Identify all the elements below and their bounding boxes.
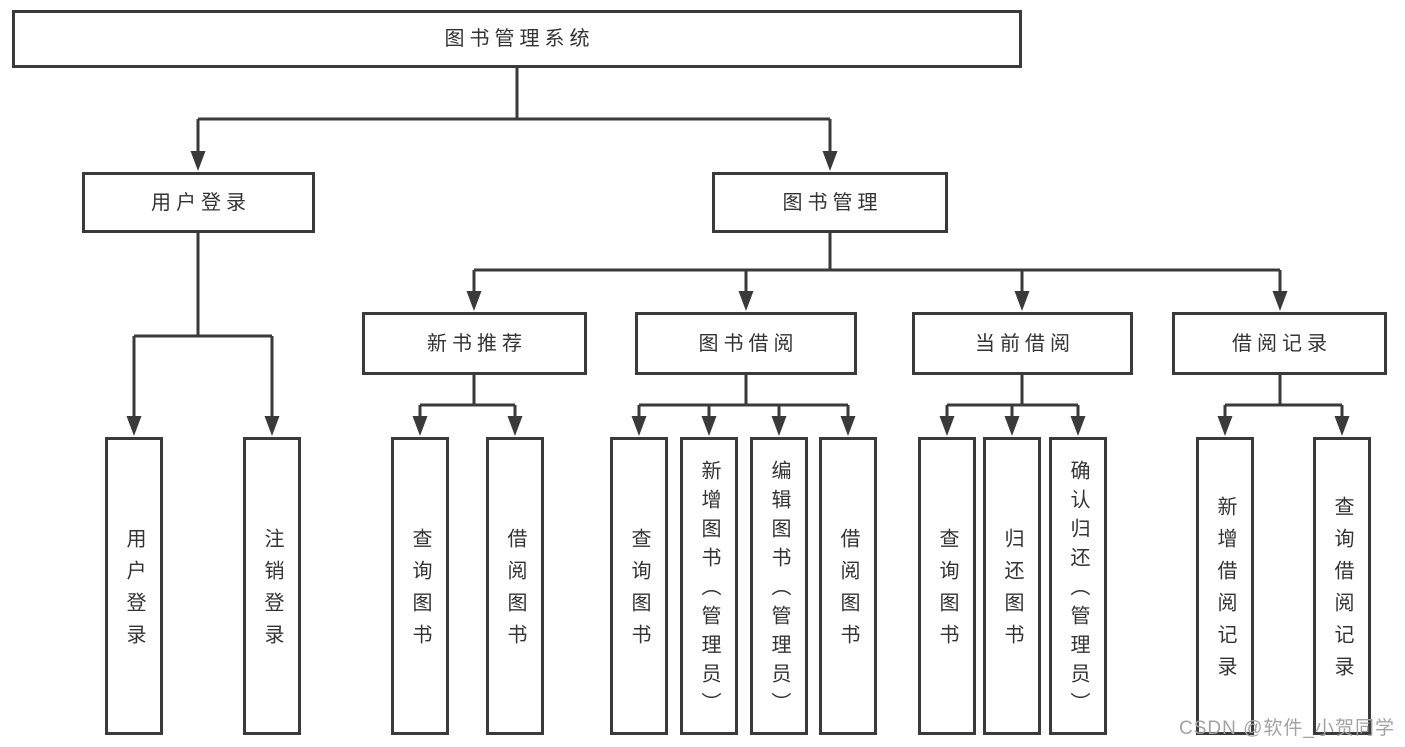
connector-lines: [132, 68, 1344, 418]
leaf-borrow-books-recommend: 借阅图书: [486, 437, 544, 735]
arrowheads: [126, 151, 1350, 436]
arrowhead: [701, 416, 717, 436]
leaf-confirm-return-admin: 确认归还（管理员）: [1049, 437, 1107, 735]
node-current-borrowing: 当前借阅: [912, 312, 1133, 375]
arrowhead: [840, 416, 856, 436]
leaf-add-book-admin: 新增图书（管理员）: [680, 437, 738, 735]
leaf-logout-login: 注销登录: [243, 437, 301, 735]
node-book-borrowing: 图书借阅: [635, 312, 857, 375]
leaf-query-books-recommend: 查询图书: [391, 437, 449, 735]
arrowhead: [412, 416, 428, 436]
leaf-edit-book-admin: 编辑图书（管理员）: [750, 437, 808, 735]
arrowhead: [822, 151, 838, 171]
arrowhead: [1217, 416, 1233, 436]
leaf-query-books-current: 查询图书: [918, 437, 976, 735]
arrowhead: [939, 416, 955, 436]
csdn-watermark: CSDN @软件_小贺同学: [1179, 718, 1395, 739]
arrowhead: [1014, 291, 1030, 311]
arrowhead: [1004, 416, 1020, 436]
node-borrow-records: 借阅记录: [1172, 312, 1387, 375]
arrowhead: [1272, 291, 1288, 311]
leaf-query-books-borrowing: 查询图书: [610, 437, 668, 735]
arrowhead: [264, 416, 280, 436]
arrowhead: [631, 416, 647, 436]
arrowhead: [507, 416, 523, 436]
node-user-login: 用户登录: [82, 172, 315, 233]
leaf-query-borrow-record: 查询借阅记录: [1313, 437, 1371, 735]
arrowhead: [771, 416, 787, 436]
arrowhead: [1334, 416, 1350, 436]
leaf-return-book: 归还图书: [983, 437, 1041, 735]
arrowhead: [738, 291, 754, 311]
arrowhead: [190, 151, 206, 171]
node-new-book-recommend: 新书推荐: [362, 312, 587, 375]
arrowhead: [126, 416, 142, 436]
leaf-user-login: 用户登录: [105, 437, 163, 735]
arrowhead: [466, 291, 482, 311]
node-root: 图书管理系统: [12, 10, 1022, 68]
node-book-management: 图书管理: [712, 172, 948, 233]
arrowhead: [1070, 416, 1086, 436]
leaf-add-borrow-record: 新增借阅记录: [1196, 437, 1254, 735]
leaf-borrow-books: 借阅图书: [819, 437, 877, 735]
